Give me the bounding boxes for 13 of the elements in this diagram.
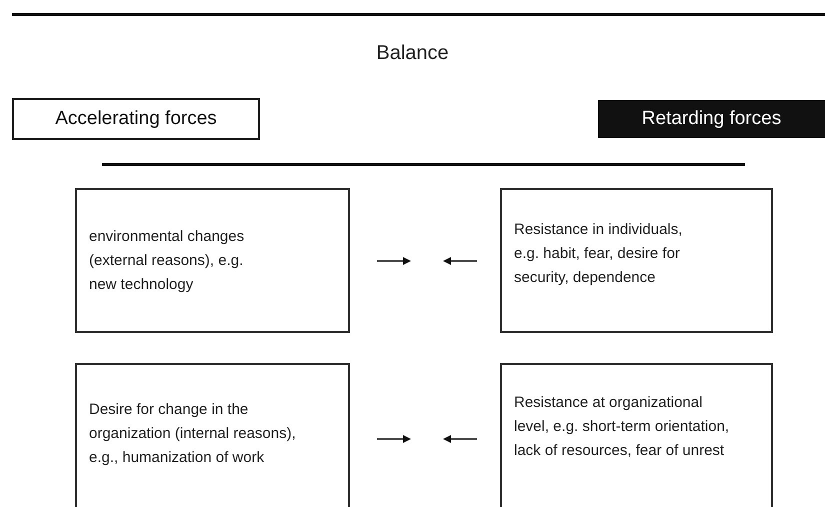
header-box [598,100,825,138]
box-text: Resistance at organizational level, e.g. short-term orientation, lack of resources, fear of unrest [514,393,730,461]
box-text: Retarding forces [642,106,782,131]
force-box [500,363,773,507]
title: Balance [376,41,449,66]
force-box [75,188,350,333]
box-text: environmental changes (external reasons), e.g. new technology [89,226,246,294]
header-box [12,98,260,140]
box-text: Resistance in individuals, e.g. habit, fear, desire for security, dependence [514,220,684,288]
box-text: Desire for change in the organization (internal reasons), e.g., humanization of work [89,400,297,468]
box-text: Accelerating forces [55,106,217,131]
force-box [500,188,773,333]
force-box [75,363,350,507]
